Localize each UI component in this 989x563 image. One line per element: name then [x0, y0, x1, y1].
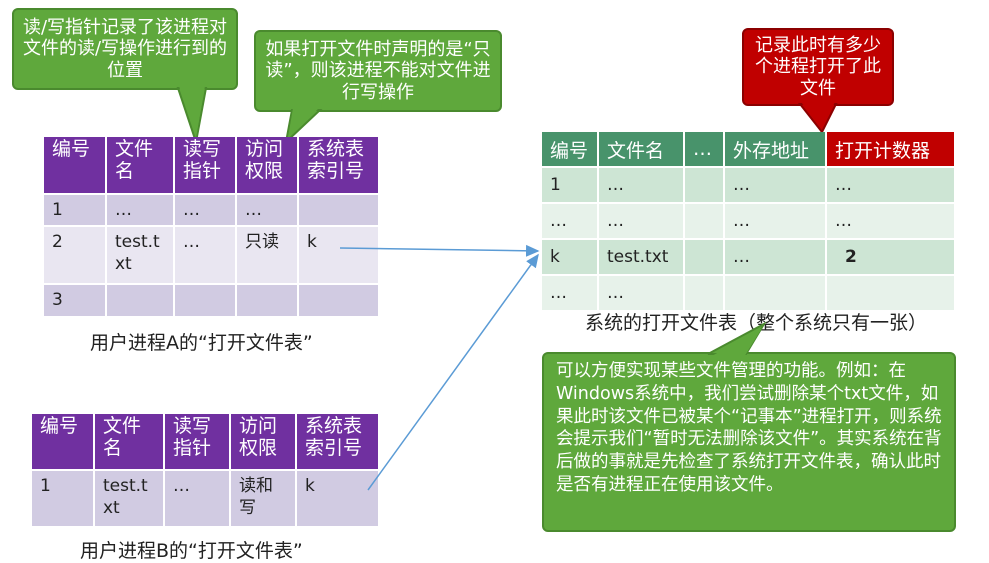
- table-a-cell: 3: [44, 283, 107, 317]
- table-a-cell: [298, 283, 378, 317]
- table-row: 1 test.txt … 读和写 k: [32, 469, 378, 526]
- sys-cell: …: [826, 166, 954, 203]
- callout-readonly-text: 如果打开文件时声明的是“只读”，则该进程不能对文件进行写操作: [265, 38, 491, 103]
- table-a-cell: …: [174, 225, 237, 285]
- table-b-cell: test.txt: [94, 469, 165, 526]
- table-a-cell: [298, 192, 378, 227]
- sys-cell: …: [724, 238, 827, 275]
- table-a-cell: …: [174, 192, 237, 227]
- table-a-cell: …: [106, 192, 175, 227]
- table-b-cell: 读和写: [230, 469, 297, 526]
- callout-rw-pointer: 读/写指针记录了该进程对文件的读/写操作进行到的位置: [12, 8, 238, 90]
- table-b-header-id: 编号: [32, 414, 95, 470]
- table-a-cell: [174, 283, 237, 317]
- sys-header-ellipsis: …: [684, 132, 725, 167]
- sys-cell: [684, 274, 725, 310]
- table-a-header-access: 访问权限: [236, 137, 299, 194]
- table-b-cell: …: [164, 469, 231, 526]
- callout-readonly: 如果打开文件时声明的是“只读”，则该进程不能对文件进行写操作: [254, 30, 502, 112]
- system-open-file-table: 编号 文件名 … 外存地址 打开计数器 1 … … … … … … … k te…: [542, 132, 954, 310]
- table-row: 1 … … …: [44, 192, 378, 227]
- callout-explain-text: 可以方便实现某些文件管理的功能。例如：在Windows系统中，我们尝试删除某个t…: [556, 361, 942, 495]
- table-a-header-sys-index: 系统表索引号: [298, 137, 378, 194]
- sys-cell: [684, 202, 725, 239]
- sys-cell: …: [598, 202, 685, 239]
- table-a-header-rw-pointer: 读写指针: [174, 137, 237, 194]
- table-a-header-id: 编号: [44, 137, 107, 194]
- table-b-header-access: 访问权限: [230, 414, 297, 470]
- table-row: 2 test.txt … 只读 k: [44, 225, 378, 285]
- table-a-cell: 2: [44, 225, 107, 285]
- table-a-cell: 只读: [236, 225, 299, 285]
- table-b-cell: k: [296, 469, 378, 526]
- arrow-b-to-sys: [367, 253, 539, 491]
- table-a-caption: 用户进程A的“打开文件表”: [90, 332, 313, 354]
- callout-open-count-text: 记录此时有多少个进程打开了此文件: [755, 34, 881, 99]
- callout-explain: 可以方便实现某些文件管理的功能。例如：在Windows系统中，我们尝试删除某个t…: [542, 352, 956, 532]
- table-a-cell: [106, 283, 175, 317]
- sys-header-open-count: 打开计数器: [826, 132, 954, 167]
- table-a-cell: …: [236, 192, 299, 227]
- table-row: k test.txt … 2: [542, 238, 954, 275]
- table-a-header-filename: 文件名: [106, 137, 175, 194]
- callout-open-count: 记录此时有多少个进程打开了此文件: [742, 28, 894, 106]
- sys-cell: [684, 238, 725, 275]
- sys-cell: [684, 166, 725, 203]
- sys-cell: …: [598, 166, 685, 203]
- sys-header-disk-addr: 外存地址: [724, 132, 827, 167]
- sys-cell: …: [542, 274, 599, 310]
- sys-cell: …: [724, 202, 827, 239]
- table-row: … …: [542, 274, 954, 310]
- sys-header-id: 编号: [542, 132, 599, 167]
- table-a-cell: k: [298, 225, 378, 285]
- table-a-cell: [236, 283, 299, 317]
- table-b-header-sys-index: 系统表索引号: [296, 414, 378, 470]
- sys-cell: [724, 274, 827, 310]
- sys-cell: test.txt: [598, 238, 685, 275]
- table-b-caption: 用户进程B的“打开文件表”: [80, 540, 303, 562]
- table-b-cell: 1: [32, 469, 95, 526]
- sys-cell: [826, 274, 954, 310]
- table-row: 1 … … …: [542, 166, 954, 203]
- sys-header-filename: 文件名: [598, 132, 685, 167]
- process-b-open-file-table: 编号 文件名 读写指针 访问权限 系统表索引号 1 test.txt … 读和写…: [32, 414, 378, 526]
- sys-cell: …: [826, 202, 954, 239]
- sys-table-caption: 系统的打开文件表（整个系统只有一张）: [585, 312, 928, 334]
- sys-cell: …: [598, 274, 685, 310]
- table-b-header-filename: 文件名: [94, 414, 165, 470]
- table-a-cell: 1: [44, 192, 107, 227]
- table-row: 3: [44, 283, 378, 317]
- table-row: … … … …: [542, 202, 954, 239]
- sys-cell: k: [542, 238, 599, 275]
- callout-rw-pointer-text: 读/写指针记录了该进程对文件的读/写操作进行到的位置: [22, 16, 228, 81]
- sys-cell: …: [542, 202, 599, 239]
- table-b-header-rw-pointer: 读写指针: [164, 414, 231, 470]
- sys-cell: 1: [542, 166, 599, 203]
- process-a-open-file-table: 编号 文件名 读写指针 访问权限 系统表索引号 1 … … … 2 test.t…: [44, 137, 378, 317]
- table-a-cell: test.txt: [106, 225, 175, 285]
- sys-cell-open-count: 2: [826, 238, 954, 275]
- sys-cell: …: [724, 166, 827, 203]
